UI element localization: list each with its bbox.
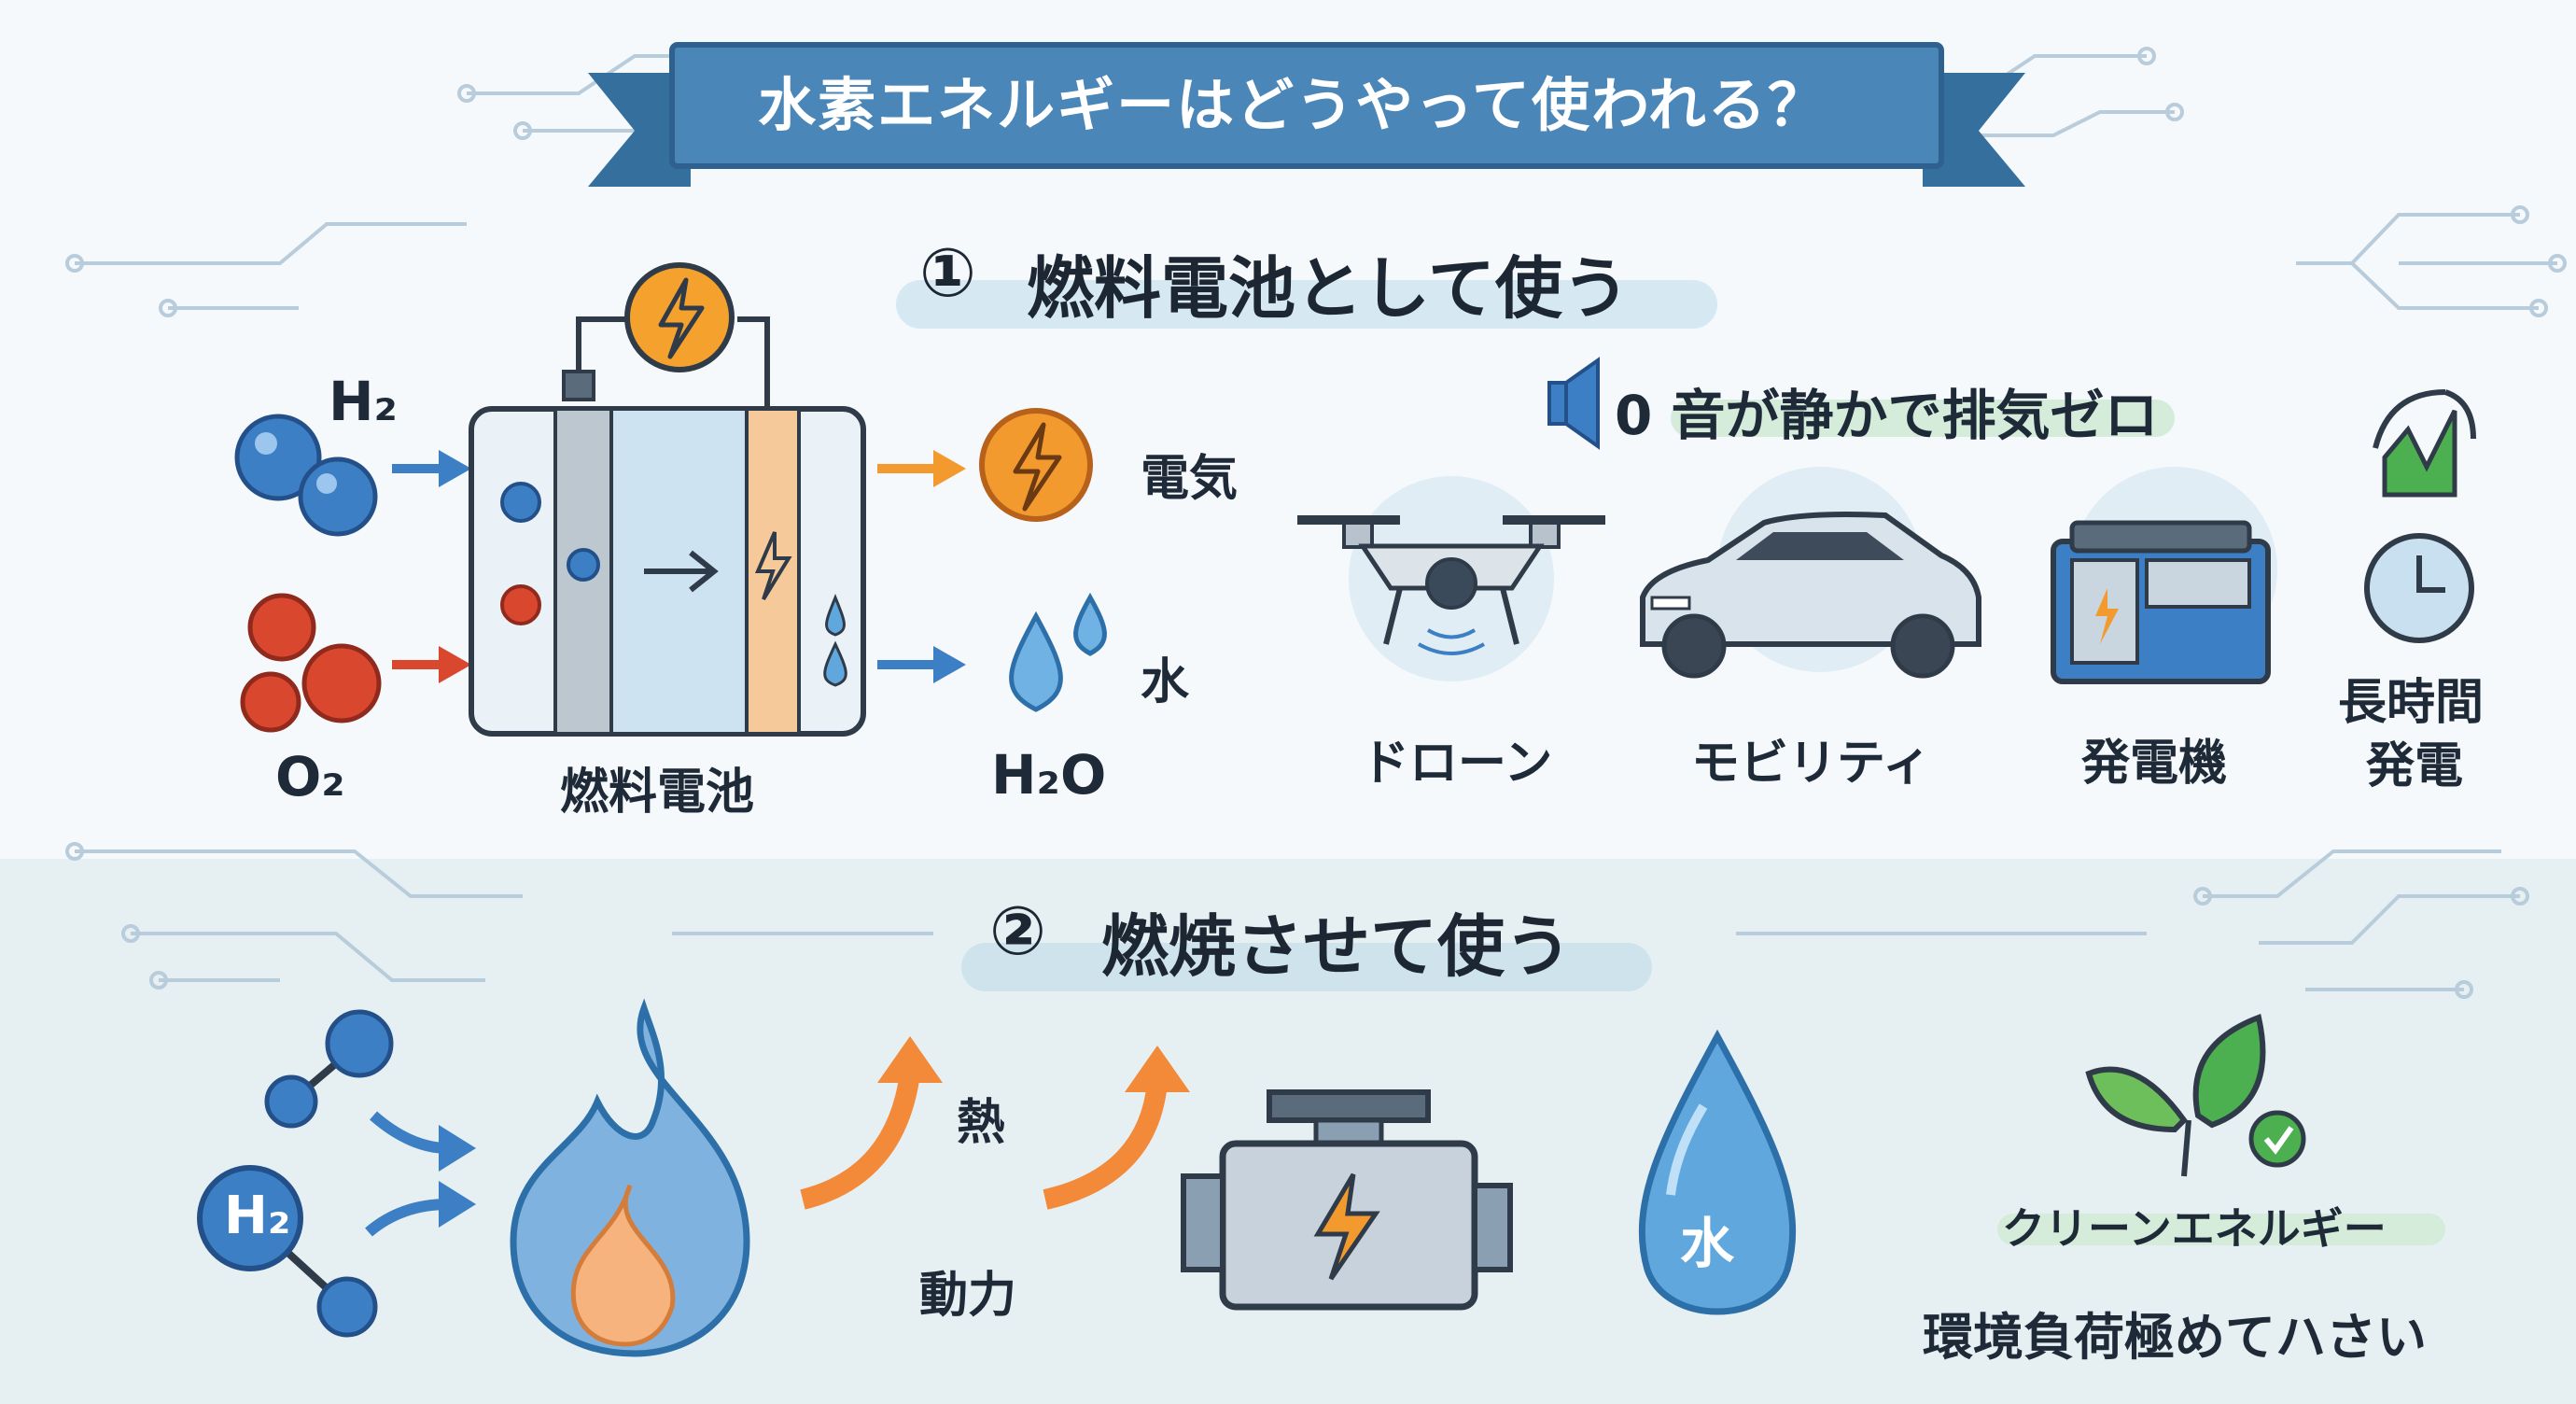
lightning-bulb-icon [624, 262, 735, 372]
page-title: 水素エネルギーはどうやって使われる？ [758, 71, 1827, 139]
environmental-impact-label: 環境負荷極めてハさい [1923, 1308, 2427, 1367]
power-label: 動力 [919, 1268, 1017, 1324]
long-duration-line2: 発電 [2366, 738, 2464, 794]
drone-icon [1297, 515, 1605, 655]
section1-heading: 燃料電池として使う [1027, 249, 1630, 328]
water-formula-label: H₂O [991, 743, 1107, 807]
check-icon [2248, 1110, 2306, 1168]
section2-heading-highlight [961, 943, 1652, 991]
section2-number: ② [989, 892, 1046, 970]
hydrogen-network-icon [197, 1009, 394, 1338]
input-arrow-icon [392, 450, 471, 683]
heat-label: 熱 [957, 1095, 1006, 1151]
oxygen-label: O₂ [275, 745, 345, 808]
fuel-cell-label: 燃料電池 [560, 765, 755, 821]
hydrogen-molecule-icon [234, 414, 378, 537]
electricity-icon [979, 408, 1093, 522]
clock-icon [2364, 533, 2474, 643]
flow-arrow-icon [365, 1111, 476, 1237]
water-drop-label: 水 [1680, 1212, 1735, 1275]
section1-heading-highlight [896, 280, 1717, 329]
section1-number: ① [919, 233, 976, 312]
application-drone: ドローン [1361, 736, 1553, 792]
large-water-drop-icon [1638, 1029, 1797, 1315]
clean-energy-highlight [1997, 1214, 2445, 1245]
leaf-icon [2085, 1013, 2266, 1177]
car-icon [1640, 512, 1981, 679]
section2-heading: 燃焼させて使う [1101, 907, 1573, 986]
hydrogen-label: H₂ [329, 370, 398, 433]
oxygen-molecule-icon [240, 593, 382, 733]
water-label: 水 [1141, 654, 1190, 710]
heat-arrow-icon [800, 1036, 1190, 1210]
feature-highlight [1671, 400, 2175, 437]
application-mobility: モビリティ [1691, 736, 1931, 792]
speaker-icon [1547, 357, 1600, 450]
generator-icon [2051, 520, 2271, 684]
long-duration-line1: 長時間 [2338, 675, 2485, 731]
application-generator: 発電機 [2081, 736, 2228, 792]
flame-icon [510, 998, 750, 1357]
refresh-cycle-icon [2373, 389, 2476, 498]
hydrogen-badge-label: H₂ [224, 1186, 291, 1246]
electricity-label: 電気 [1141, 451, 1239, 507]
water-drop-icon [1009, 592, 1107, 712]
engine-icon [1181, 1089, 1513, 1311]
feature-label: 0 音が静かで排気ゼロ [1615, 384, 2159, 447]
clean-energy-label: クリーンエネルギー [2002, 1203, 2387, 1254]
